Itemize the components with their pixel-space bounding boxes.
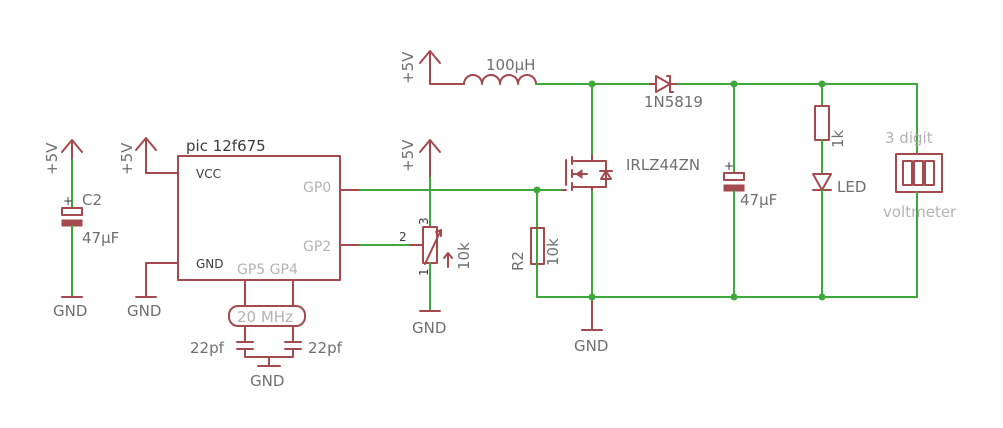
c2-plus: + [63,194,73,208]
crystal-leads [244,279,294,307]
pic-ic-body [177,155,341,281]
crystal-cap-wires [244,325,294,343]
pot-pin-3: 3 [417,217,431,225]
supply-label-pot: +5V [399,139,417,172]
junction-drain-top [588,80,596,88]
mosfet-irlz44zn [561,154,613,191]
pot-pin-1: 1 [417,268,431,276]
gnd-label-c2: GND [53,302,87,320]
supply-label-pic: +5V [118,142,136,175]
cap-left-symbol [236,341,254,350]
gnd-label-fet: GND [574,337,608,355]
capacitor-output [723,172,745,192]
r-led-value: 1k [829,129,847,148]
cap-right-symbol [284,341,302,350]
gnd-label-xtal: GND [250,372,284,390]
voltmeter-digit-3 [924,160,935,186]
supply-symbol-ind [419,50,465,85]
pin-gp5-gp4: GP5 GP4 [237,262,298,278]
voltmeter-digit-2 [913,160,924,186]
r2-name: R2 [509,251,527,271]
supply-symbol-pot [419,139,441,179]
led-symbol [812,173,832,191]
ground-symbol-fet [581,296,603,331]
pin-vcc: VCC [196,167,221,181]
crystal-body [228,305,306,327]
crystal-gnd-wire [244,348,294,367]
junction-gate [533,186,541,194]
cap-left-label: 22pf [190,339,225,357]
led-label: LED [837,178,866,196]
pin-gp2: GP2 [303,239,331,255]
voltmeter-label-bottom: voltmeter [883,203,957,221]
diode-label: 1N5819 [644,93,703,111]
inductor [463,74,537,85]
voltmeter-label-top: 3 digit [885,129,933,147]
crystal-label: 20 MHz [237,308,293,326]
r2-value: 10k [544,238,562,266]
voltmeter-digit-1 [902,160,913,186]
junction-led-bottom [818,293,826,301]
pin-gnd: GND [196,257,224,271]
mosfet-label: IRLZ44ZN [626,156,700,174]
capacitor-c2 [61,207,83,227]
pic-title: pic 12f675 [186,137,266,155]
junction-cout-top [730,80,738,88]
pin-gp0: GP0 [303,180,331,196]
pot-pin-2: 2 [399,230,407,244]
junction-led-top [818,80,826,88]
resistor-led [814,105,830,141]
cap-right-label: 22pf [308,339,343,357]
gnd-label-pot: GND [412,319,446,337]
supply-symbol-pic [135,137,179,174]
c2-name: C2 [82,191,102,209]
pot-value: 10k [455,242,473,270]
inductor-label: 100µH [486,56,535,74]
supply-label-ind: +5V [399,51,417,84]
diode-1n5819 [649,75,677,93]
pic-gnd-lead [135,262,179,298]
pot-arrow-marker [443,252,453,268]
supply-label-c2: +5V [43,142,61,175]
voltmeter-body [895,153,943,193]
cout-plus: + [724,159,734,173]
junction-source-bottom [588,293,596,301]
potentiometer-wiper-arrow [424,229,442,265]
gnd-label-pic: GND [127,302,161,320]
junction-cout-bottom [730,293,738,301]
supply-symbol-c2 [61,139,83,161]
cout-value: 47µF [740,191,777,209]
c2-value: 47µF [82,229,119,247]
